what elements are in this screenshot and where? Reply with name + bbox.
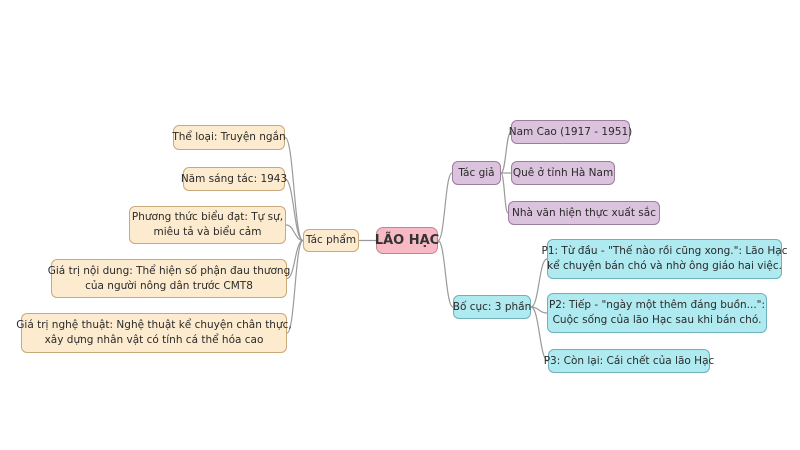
line: P1: Từ đầu - "Thế nào rồi cũng xong.": L… — [541, 245, 788, 257]
branch-tac-pham[interactable]: Tác phẩm — [303, 229, 359, 252]
line: Cuộc sống của lão Hạc sau khi bán chó. — [552, 314, 762, 326]
line: P2: Tiếp - "ngày một thêm đáng buồn...": — [548, 299, 766, 311]
tac-pham-item-nam-sang-tac[interactable]: Năm sáng tác: 1943 — [180, 167, 288, 191]
line: P3: Còn lại: Cái chết của lão Hạc — [543, 354, 715, 367]
tac-gia-item-que[interactable]: Quê ở tỉnh Hà Nam — [511, 161, 615, 185]
line: Năm sáng tác: 1943 — [180, 172, 288, 185]
line: xây dựng nhân vật có tính cá thể hóa cao — [44, 334, 264, 346]
branch-tac-gia[interactable]: Tác giả — [452, 161, 501, 185]
line: miêu tả và biểu cảm — [153, 226, 262, 238]
connector-root-bo-cuc — [437, 239, 454, 308]
tac-pham-item-the-loai[interactable]: Thể loại: Truyện ngắn — [172, 125, 286, 150]
bo-cuc-item-p2[interactable]: P2: Tiếp - "ngày một thêm đáng buồn...":… — [547, 293, 767, 333]
line: Phương thức biểu đạt: Tự sự, — [131, 211, 284, 223]
branch-bo-cuc[interactable]: Bố cục: 3 phần — [453, 295, 531, 319]
line: Thể loại: Truyện ngắn — [172, 131, 286, 143]
tac-pham-item-gia-tri-nghe-thuat[interactable]: Giá trị nghệ thuật: Nghệ thuật kể chuyện… — [16, 313, 292, 353]
connector-tac-gia-tg0 — [500, 131, 512, 174]
bo-cuc-item-p1[interactable]: P1: Từ đầu - "Thế nào rồi cũng xong.": L… — [542, 239, 787, 279]
tac-pham-item-phuong-thuc[interactable]: Phương thức biểu đạt: Tự sự, miêu tả và … — [129, 206, 286, 244]
bo-cuc-item-p3[interactable]: P3: Còn lại: Cái chết của lão Hạc — [544, 349, 714, 373]
tac-gia-item-nam-cao[interactable]: Nam Cao (1917 - 1951) — [508, 120, 633, 144]
line: kể chuyện bán chó và nhờ ông giáo hai vi… — [547, 260, 782, 272]
connector-bo-cuc-bc2 — [530, 306, 549, 362]
line: Giá trị nội dung: Thể hiện số phận đau t… — [47, 264, 291, 277]
connector-tac-pham-tp2 — [285, 224, 304, 242]
root-node[interactable]: LÃO HẠC — [375, 227, 439, 254]
connector-tac-pham-tp0 — [284, 136, 304, 242]
tac-pham-item-gia-tri-noi-dung[interactable]: Giá trị nội dung: Thể hiện số phận đau t… — [48, 259, 290, 298]
connector-root-tac-gia — [437, 172, 453, 242]
tac-gia-item-nha-van[interactable]: Nhà văn hiện thực xuất sắc — [508, 201, 660, 225]
line: Quê ở tỉnh Hà Nam — [512, 166, 614, 179]
connector-tac-gia-tg2 — [500, 172, 509, 214]
line: Giá trị nghệ thuật: Nghệ thuật kể chuyện… — [16, 319, 292, 331]
line: của người nông dân trước CMT8 — [85, 279, 253, 292]
connector-tac-pham-tp4 — [286, 239, 304, 334]
line: Nhà văn hiện thực xuất sắc — [512, 206, 656, 219]
line: Nam Cao (1917 - 1951) — [508, 125, 633, 138]
connector-bo-cuc-bc0 — [530, 258, 548, 308]
connector-tac-pham-tp1 — [284, 178, 304, 242]
